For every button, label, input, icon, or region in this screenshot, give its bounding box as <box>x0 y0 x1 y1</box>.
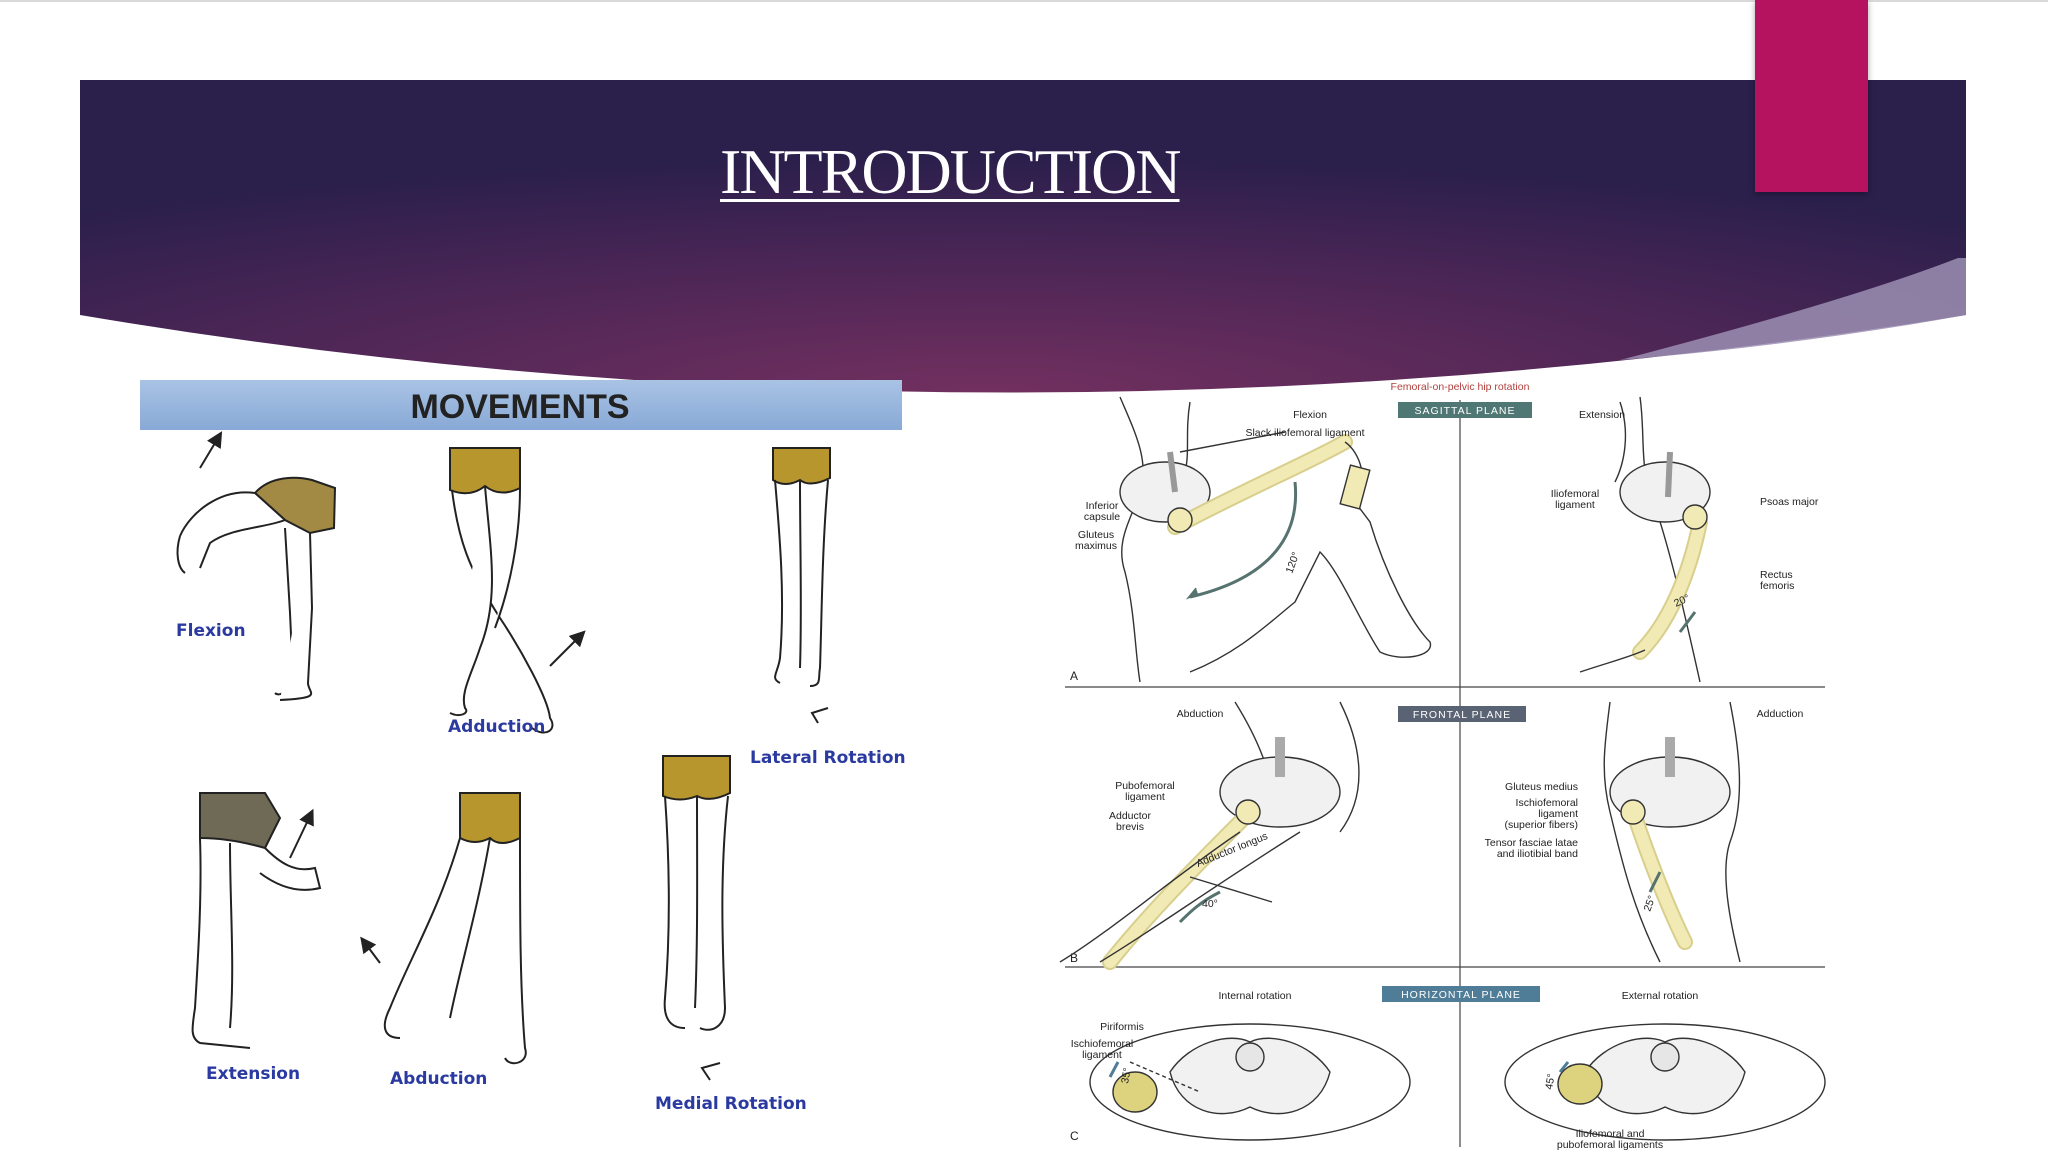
label-internal-rotation: Internal rotation <box>1219 990 1292 1002</box>
label-adductor-brevis-1: Adductor <box>1109 810 1152 822</box>
horizontal-plane-label: HORIZONTAL PLANE <box>1401 989 1521 1001</box>
label-tensor-1: Tensor fasciae latae <box>1485 837 1579 849</box>
horizontal-plane-badge <box>1382 986 1540 1002</box>
medial-rotation-figure <box>662 755 731 1081</box>
header-banner <box>80 80 1966 393</box>
label-extension: Extension <box>206 1064 300 1084</box>
label-iliofemoral-1: Iliofemoral <box>1551 488 1599 500</box>
movements-figure: MOVEMENTS Flexion Adduction Lateral Rota… <box>140 380 906 1114</box>
label-external-rotation: External rotation <box>1622 990 1699 1002</box>
label-inferior-capsule-1: Inferior <box>1086 500 1119 512</box>
label-ischiofemoral-2: ligament <box>1538 808 1578 820</box>
frontal-adduction-drawing <box>1603 701 1741 963</box>
label-flexion-heading: Flexion <box>1293 409 1327 421</box>
label-pubofemoral-1: Pubofemoral <box>1115 780 1175 792</box>
label-gluteus-maximus-2: maximus <box>1075 540 1117 552</box>
label-psoas-major: Psoas major <box>1760 496 1819 508</box>
label-tensor-2: and iliotibial band <box>1497 848 1578 860</box>
frontal-plane-label: FRONTAL PLANE <box>1413 709 1511 721</box>
label-adduction: Adduction <box>448 717 545 737</box>
panel-letter-c: C <box>1070 1129 1079 1143</box>
hip-figure-title: Femoral-on-pelvic hip rotation <box>1391 381 1530 393</box>
sagittal-plane-label: SAGITTAL PLANE <box>1415 405 1516 417</box>
adduction-figure <box>449 447 586 734</box>
movements-header-bar <box>140 380 902 430</box>
label-pubofemoral-2: ligament <box>1125 791 1165 803</box>
label-flexion: Flexion <box>176 621 246 641</box>
horizontal-external-drawing <box>1504 1023 1826 1141</box>
label-ischiofemoral-3: (superior fibers) <box>1504 819 1578 831</box>
label-iliofemoral-pubofemoral-1: Iliofemoral and <box>1576 1128 1645 1140</box>
panel-letter-b: B <box>1070 951 1078 965</box>
lateral-rotation-figure <box>772 447 831 724</box>
flexion-figure <box>176 431 337 701</box>
label-rectus-femoris-2: femoris <box>1760 580 1794 592</box>
label-gluteus-maximus-1: Gluteus <box>1078 529 1114 541</box>
sagittal-flexion-drawing <box>1119 396 1431 683</box>
sagittal-plane-badge <box>1398 402 1532 418</box>
label-adduction-heading: Adduction <box>1757 708 1804 720</box>
horizontal-internal-drawing <box>1089 1023 1411 1141</box>
frontal-abduction-drawing <box>1059 701 1360 970</box>
slide-title: INTRODUCTION <box>720 136 1181 207</box>
extension-figure <box>191 792 322 1049</box>
label-medial-rotation: Medial Rotation <box>655 1094 807 1114</box>
label-inferior-capsule-2: capsule <box>1084 511 1120 523</box>
label-angle-120: 120° <box>1284 551 1303 576</box>
label-abduction: Abduction <box>390 1069 487 1089</box>
sagittal-extension-drawing <box>1579 396 1711 683</box>
label-angle-45: 45° <box>1543 1073 1558 1091</box>
top-border-line <box>0 0 2048 2</box>
label-angle-35: 35° <box>1119 1067 1134 1085</box>
movements-header: MOVEMENTS <box>410 388 629 426</box>
label-iliofemoral-2: ligament <box>1555 499 1595 511</box>
label-ischiofemoral-h-2: ligament <box>1082 1049 1122 1061</box>
label-angle-25: 25° <box>1642 894 1659 913</box>
banner-swoosh <box>1620 258 1966 360</box>
label-gluteus-medius: Gluteus medius <box>1505 781 1578 793</box>
accent-tab <box>1755 0 1868 192</box>
label-ischiofemoral-1: Ischiofemoral <box>1516 797 1578 809</box>
label-adductor-brevis-2: brevis <box>1116 821 1144 833</box>
hip-rotation-figure: Femoral-on-pelvic hip rotation SAGITTAL … <box>1059 381 1826 1151</box>
label-piriformis: Piriformis <box>1100 1021 1144 1033</box>
label-extension-heading: Extension <box>1579 409 1625 421</box>
frontal-plane-badge <box>1398 706 1526 722</box>
label-slack-iliofemoral: Slack iliofemoral ligament <box>1245 427 1364 439</box>
label-ischiofemoral-h-1: Ischiofemoral <box>1071 1038 1133 1050</box>
label-iliofemoral-pubofemoral-2: pubofemoral ligaments <box>1557 1139 1663 1151</box>
label-rectus-femoris-1: Rectus <box>1760 569 1793 581</box>
label-abduction-heading: Abduction <box>1177 708 1224 720</box>
label-angle-40: 40° <box>1202 898 1218 910</box>
panel-letter-a: A <box>1070 669 1078 683</box>
label-lateral-rotation: Lateral Rotation <box>750 748 906 768</box>
abduction-figure <box>360 792 527 1065</box>
